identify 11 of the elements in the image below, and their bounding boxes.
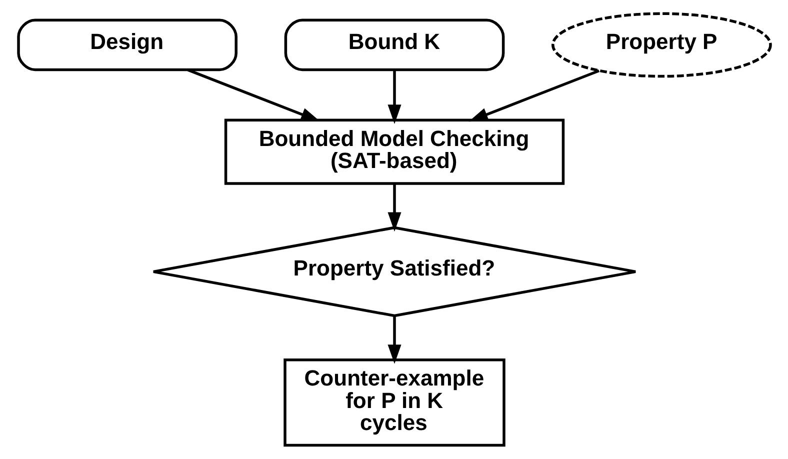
node-box: Bounded Model Checking (SAT-based) <box>224 118 564 185</box>
node-ellipse: Property P <box>551 12 772 78</box>
arrow <box>186 68 320 122</box>
node-box: Counter-example for P in K cycles <box>283 358 505 447</box>
node-box: Design <box>16 18 237 72</box>
node-box: Bound K <box>284 18 504 72</box>
arrow <box>387 70 401 124</box>
arrow <box>387 316 401 364</box>
arrow <box>387 184 401 232</box>
arrow <box>468 69 600 122</box>
node-diamond: Property Satisfied? <box>152 226 636 318</box>
